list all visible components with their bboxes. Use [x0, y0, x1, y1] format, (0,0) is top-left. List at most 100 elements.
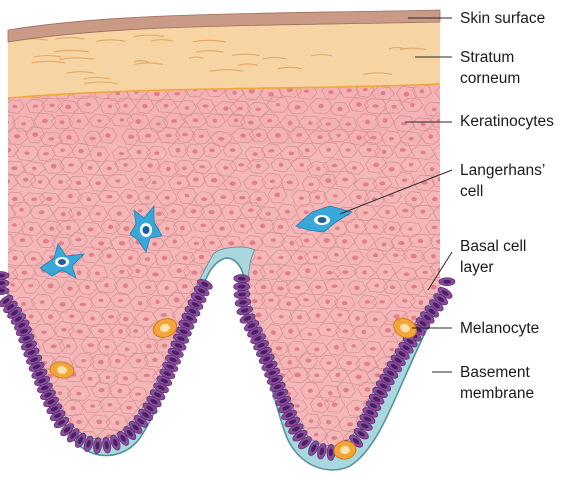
keratinocyte-nucleus — [4, 179, 10, 184]
keratinocyte-nucleus — [294, 286, 300, 289]
keratinocyte-nucleus — [81, 359, 86, 362]
keratinocyte-nucleus — [43, 239, 49, 243]
keratinocyte-nucleus — [12, 105, 17, 108]
keratinocyte-nucleus — [334, 345, 339, 350]
keratinocyte-nucleus — [240, 224, 245, 228]
keratinocyte-nucleus — [269, 422, 274, 426]
keratinocyte-nucleus — [232, 91, 236, 95]
keratinocyte-nucleus — [365, 387, 371, 392]
keratinocyte-nucleus — [295, 105, 301, 109]
keratinocyte-nucleus — [398, 241, 404, 245]
keratinocyte-cell — [208, 383, 226, 396]
keratinocyte-nucleus — [51, 164, 57, 169]
keratinocyte-nucleus — [118, 329, 123, 334]
keratinocyte-cell — [260, 446, 282, 459]
keratinocyte-nucleus — [154, 419, 160, 423]
keratinocyte-cell — [433, 356, 453, 370]
keratinocyte-nucleus — [12, 223, 17, 226]
keratinocyte-nucleus — [342, 239, 347, 244]
keratinocyte-nucleus — [213, 119, 217, 124]
keratinocyte-nucleus — [440, 418, 446, 422]
basal-cell — [234, 290, 251, 299]
keratinocyte-cell — [0, 352, 15, 368]
keratinocyte-nucleus — [432, 197, 438, 201]
keratinocyte-nucleus — [393, 464, 398, 469]
keratinocyte-nucleus — [124, 163, 128, 167]
keratinocyte-nucleus — [231, 328, 237, 332]
keratinocyte-nucleus — [294, 373, 300, 378]
keratinocyte-nucleus — [182, 133, 188, 137]
label-stratum-corneum-line2: corneum — [460, 68, 520, 89]
keratinocyte-nucleus — [258, 467, 264, 470]
keratinocyte-nucleus — [183, 435, 189, 440]
keratinocyte-nucleus — [303, 210, 309, 214]
keratinocyte-nucleus — [363, 88, 368, 91]
keratinocyte-nucleus — [133, 329, 138, 333]
keratinocyte-cell — [176, 368, 197, 382]
keratinocyte-nucleus — [48, 314, 53, 319]
keratinocyte-nucleus — [76, 420, 82, 424]
keratinocyte-nucleus — [402, 299, 408, 303]
keratinocyte-nucleus — [287, 448, 292, 452]
keratinocyte-nucleus — [218, 314, 224, 319]
keratinocyte-cell — [191, 402, 212, 415]
keratinocyte-nucleus — [363, 211, 368, 214]
keratinocyte-cell — [385, 460, 406, 473]
keratinocyte-nucleus — [24, 152, 30, 155]
keratinocyte-cell — [214, 401, 233, 415]
keratinocyte-nucleus — [363, 182, 369, 186]
keratinocyte-nucleus — [29, 227, 34, 231]
keratinocyte-nucleus — [373, 225, 378, 229]
keratinocyte-nucleus — [288, 360, 293, 365]
keratinocyte-nucleus — [156, 122, 161, 125]
keratinocyte-nucleus — [309, 419, 314, 423]
keratinocyte-nucleus — [119, 241, 125, 245]
keratinocyte-nucleus — [404, 92, 410, 97]
keratinocyte-nucleus — [383, 452, 389, 456]
keratinocyte-nucleus — [372, 104, 378, 107]
keratinocyte-nucleus — [162, 403, 167, 407]
keratinocyte-nucleus — [390, 285, 396, 289]
keratinocyte-cell — [228, 369, 252, 383]
keratinocyte-cell — [203, 354, 224, 368]
keratinocyte-nucleus — [326, 328, 331, 331]
keratinocyte-nucleus — [268, 299, 273, 302]
keratinocyte-nucleus — [305, 268, 310, 273]
keratinocyte-nucleus — [58, 447, 63, 451]
keratinocyte-nucleus — [115, 359, 121, 363]
keratinocyte-nucleus — [256, 164, 261, 169]
keratinocyte-nucleus — [249, 89, 255, 93]
keratinocyte-nucleus — [176, 449, 181, 453]
keratinocyte-nucleus — [22, 271, 28, 275]
keratinocyte-nucleus — [336, 373, 341, 377]
keratinocyte-cell — [251, 461, 270, 475]
keratinocyte-nucleus — [180, 404, 186, 407]
keratinocyte-nucleus — [418, 239, 424, 243]
keratinocyte-nucleus — [356, 463, 362, 467]
keratinocyte-nucleus — [223, 433, 229, 437]
keratinocyte-cell — [209, 309, 233, 325]
keratinocyte-nucleus — [328, 90, 334, 94]
keratinocyte-nucleus — [78, 450, 83, 455]
keratinocyte-nucleus — [325, 178, 331, 183]
keratinocyte-nucleus — [256, 133, 261, 137]
keratinocyte-nucleus — [230, 449, 234, 452]
keratinocyte-cell — [207, 327, 225, 341]
keratinocyte-nucleus — [165, 196, 170, 200]
keratinocyte-nucleus — [76, 181, 81, 185]
keratinocyte-nucleus — [171, 119, 177, 123]
keratinocyte-nucleus — [199, 255, 205, 260]
keratinocyte-nucleus — [137, 150, 142, 155]
keratinocyte-nucleus — [332, 164, 338, 168]
keratinocyte-nucleus — [194, 242, 199, 245]
keratinocyte-cell — [186, 446, 209, 461]
keratinocyte-cell — [260, 415, 283, 431]
keratinocyte-nucleus — [42, 451, 46, 456]
keratinocyte-nucleus — [120, 118, 125, 121]
keratinocyte-cell — [196, 461, 216, 475]
keratinocyte-cell — [404, 432, 423, 446]
keratinocyte-nucleus — [115, 421, 119, 425]
keratinocyte-nucleus — [33, 105, 38, 108]
keratinocyte-nucleus — [411, 465, 417, 469]
label-skin-surface: Skin surface — [460, 8, 545, 29]
